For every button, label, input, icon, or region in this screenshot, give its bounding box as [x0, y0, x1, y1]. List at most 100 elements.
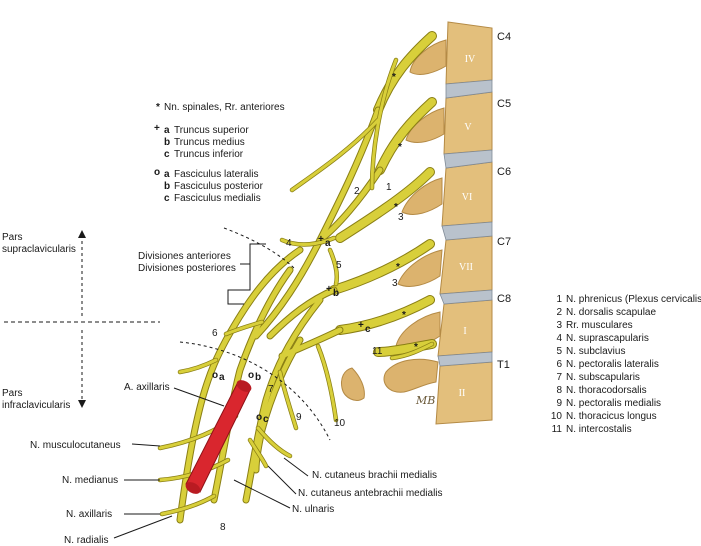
divisions-anteriores-label: Divisiones anteriores	[138, 251, 231, 262]
nerve-mark: 2	[354, 186, 360, 197]
legend-name: N. subclavius	[566, 346, 625, 357]
fascicle-mark-sym: o	[248, 370, 254, 381]
trunk-mark-letter: c	[365, 324, 371, 335]
legend-trunk-medius: Truncus medius	[174, 137, 245, 148]
numbered-nerve-legend: 1 N. phrenicus (Plexus cervicalis) 2 N. do…	[551, 294, 701, 435]
star-mark: *	[414, 342, 418, 353]
nerve-mark: 3	[392, 278, 398, 289]
transverse-process-c6	[401, 177, 443, 215]
legend-name: N. suprascapularis	[566, 333, 649, 344]
legend-row: 1 N. phrenicus (Plexus cervicalis)	[556, 294, 701, 305]
fascicle-mark-letter: b	[255, 372, 261, 383]
legend-num: 4	[556, 333, 562, 344]
musculocutaneus-label: N. musculocutaneus	[30, 440, 121, 451]
legend-num: 10	[551, 411, 563, 422]
divisions-bracket	[227, 243, 266, 305]
root-star-marks: * * * * * *	[392, 72, 418, 353]
cutaneus-antebrachii-label: N. cutaneus antebrachii medialis	[298, 488, 443, 499]
medianus-label: N. medianus	[62, 475, 118, 486]
level-label: T1	[497, 359, 510, 371]
first-rib	[383, 358, 439, 393]
artery-label: A. axillaris	[124, 382, 170, 393]
star-mark: *	[396, 262, 400, 273]
vertebral-column	[341, 21, 493, 425]
nerve-mark: 4	[286, 238, 292, 249]
rib-stump	[341, 367, 365, 401]
level-label: C8	[497, 293, 511, 305]
legend-trunk-superior: Truncus superior	[174, 125, 249, 136]
legend-num: 5	[556, 346, 562, 357]
vertebra-numeral: I	[463, 326, 466, 337]
legend-letter: c	[164, 193, 170, 204]
trunk-mark-sym: +	[358, 320, 364, 331]
star-mark: *	[394, 202, 398, 213]
legend-name: N. dorsalis scapulae	[566, 307, 656, 318]
vertebra-numeral: II	[459, 388, 466, 399]
legend-letter: b	[164, 137, 170, 148]
legend-letter: c	[164, 149, 170, 160]
pars-infra-label-2: infraclavicularis	[2, 400, 70, 411]
pars-infra-label: Pars	[2, 388, 23, 399]
disc-2	[443, 149, 493, 169]
star-mark: *	[392, 72, 396, 83]
legend-num: 1	[556, 294, 562, 305]
nerve-mark: 10	[334, 418, 346, 429]
vertebra-numerals: IV V VI VII I II	[459, 54, 476, 399]
fascicle-marks: o a o b o c	[212, 370, 269, 425]
vertebra-numeral: VI	[462, 192, 473, 203]
legend-name: N. thoracicus longus	[566, 411, 657, 422]
legend-name: N. phrenicus (Plexus cervicalis)	[566, 294, 701, 305]
level-label: C7	[497, 236, 511, 248]
vertebral-body-iv	[445, 21, 493, 85]
star-mark: *	[402, 310, 406, 321]
legend-fasciculus-lateralis: Fasciculus lateralis	[174, 169, 258, 180]
pars-supra-label-2: supraclavicularis	[2, 244, 76, 255]
disc-1	[445, 79, 493, 99]
nerve-mark: 1	[386, 182, 392, 193]
legend-star: *	[156, 102, 160, 113]
level-label: C4	[497, 31, 511, 43]
legend-name: N. subscapularis	[566, 372, 640, 383]
fascicle-mark-sym: o	[256, 412, 262, 423]
nerve-mark: 8	[220, 522, 226, 533]
legend-num: 9	[556, 398, 562, 409]
star-mark: *	[398, 142, 402, 153]
legend-circle: o	[154, 167, 160, 178]
nerve-mark: 11	[372, 346, 383, 357]
legend-num: 2	[556, 307, 562, 318]
fascicle-mark-sym: o	[212, 370, 218, 381]
transverse-process-c5	[405, 107, 445, 143]
ulnaris-label: N. ulnaris	[292, 504, 334, 515]
clavicle-line-lower	[179, 341, 331, 441]
legend-name: N. pectoralis medialis	[566, 398, 661, 409]
fascicle-mark-letter: a	[219, 372, 225, 383]
legend-fasciculus-posterior: Fasciculus posterior	[174, 181, 264, 192]
radialis-label: N. radialis	[64, 535, 108, 546]
cutaneus-brachii-label: N. cutaneus brachii medialis	[312, 470, 437, 481]
disc-5	[437, 351, 493, 367]
legend-row: 8 N. thoracodorsalis	[556, 385, 646, 396]
legend-fasciculus-medialis: Fasciculus medialis	[174, 193, 261, 204]
legend-name: N. pectoralis lateralis	[566, 359, 659, 370]
legend-trunk-inferior: Truncus inferior	[174, 149, 244, 160]
level-label: C5	[497, 98, 511, 110]
legend-num: 3	[556, 320, 562, 331]
legend-name: N. thoracodorsalis	[566, 385, 647, 396]
legend-letter: b	[164, 181, 170, 192]
vertebra-numeral: V	[464, 122, 472, 133]
vertebral-level-labels: C4 C5 C6 C7 C8 T1	[497, 31, 511, 371]
trunk-marks: + a + b + c	[318, 234, 371, 335]
transverse-process-c7	[397, 249, 443, 287]
legend-num: 8	[556, 385, 562, 396]
disc-3	[441, 221, 493, 241]
trunk-mark-letter: a	[325, 238, 331, 249]
legend-row: 4 N. suprascapularis	[556, 333, 648, 344]
disc-4	[439, 289, 493, 305]
trunk-mark-sym: +	[318, 234, 324, 245]
